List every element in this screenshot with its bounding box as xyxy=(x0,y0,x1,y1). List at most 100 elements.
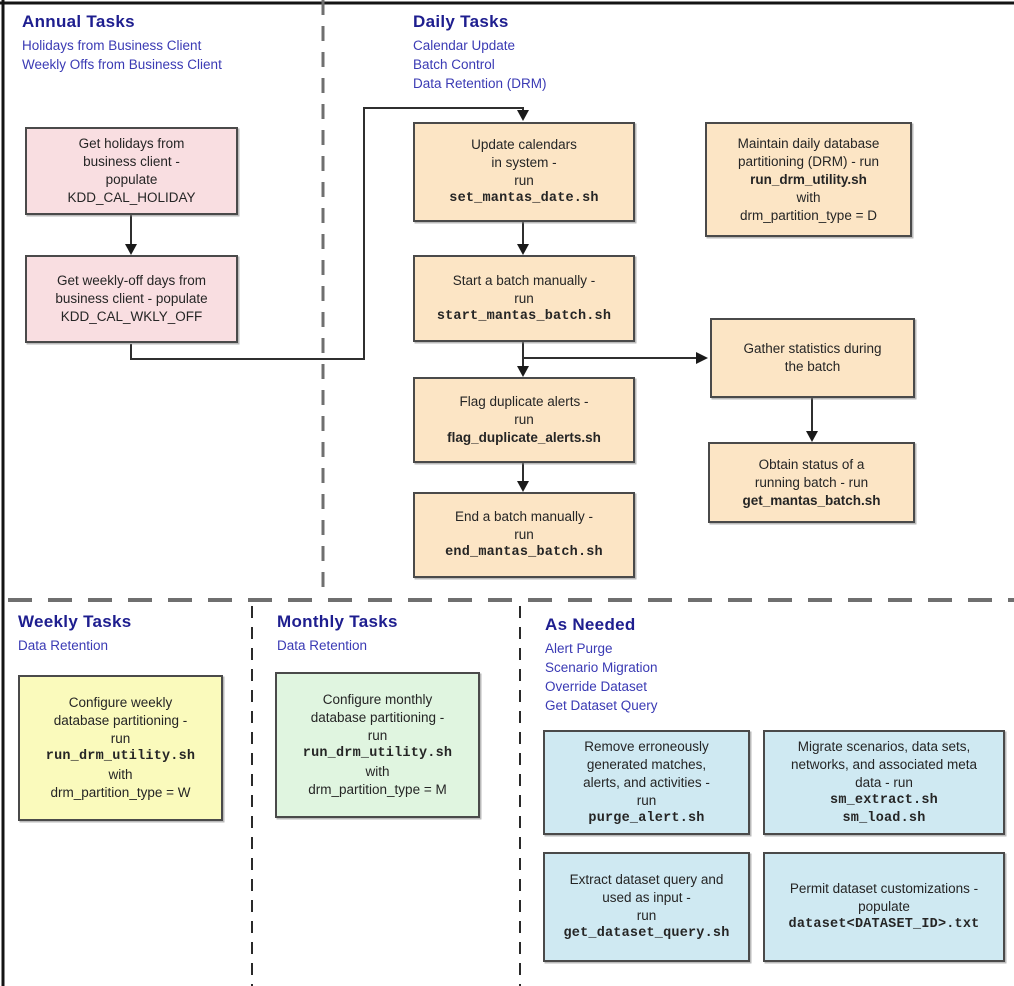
script-name: run_drm_utility.sh xyxy=(45,749,196,764)
script-name: purge_alert.sh xyxy=(588,810,705,826)
box-line: End a batch manually - xyxy=(454,509,594,524)
update-calendars-box: Update calendars in system - run set_man… xyxy=(413,122,635,222)
box-line: data - run xyxy=(855,774,913,790)
purge-alerts-box: Remove erroneously generated matches, al… xyxy=(543,730,750,835)
box-line: Migrate scenarios, data sets, xyxy=(797,738,971,754)
section-title-monthly: Monthly Tasks xyxy=(277,612,398,631)
script-name: set_mantas_date.sh xyxy=(449,191,599,206)
gather-statistics-box: Gather statistics during the batch xyxy=(710,318,915,398)
box-line: run xyxy=(514,290,534,306)
get-holidays-box: Get holidays from business client - popu… xyxy=(25,127,238,215)
box-line: Gather statistics during xyxy=(743,341,882,356)
box-line: with xyxy=(796,189,821,205)
box-line: run xyxy=(636,792,657,808)
box-line: with xyxy=(365,764,390,779)
section-header-annual: Annual Tasks Holidays from Business Clie… xyxy=(22,12,222,74)
box-line: Get holidays from xyxy=(78,136,185,151)
script-name: start_mantas_batch.sh xyxy=(436,308,612,324)
box-line: run xyxy=(514,412,534,427)
arrowhead-startbatch-to-flagduplicates xyxy=(517,366,529,377)
box-line: populate xyxy=(105,172,158,187)
box-line: running batch - run xyxy=(754,474,869,490)
box-line: drm_partition_type = D xyxy=(740,207,877,223)
script-name: sm_extract.sh xyxy=(830,792,938,808)
box-line: run xyxy=(514,173,534,188)
box-line: drm_partition_type = M xyxy=(308,782,447,797)
script-name: get_mantas_batch.sh xyxy=(742,492,881,508)
migrate-scenarios-box: Migrate scenarios, data sets, networks, … xyxy=(763,730,1005,835)
box-line: partitioning (DRM) - run xyxy=(737,153,880,169)
section-subtitle: Calendar Update xyxy=(413,38,516,53)
flag-duplicates-box: Flag duplicate alerts - run flag_duplica… xyxy=(413,377,635,463)
extract-dataset-query-box: Extract dataset query and used as input … xyxy=(543,852,750,962)
section-header-as-needed: As Needed Alert Purge Scenario Migration… xyxy=(545,615,658,715)
section-subtitle: Get Dataset Query xyxy=(545,698,658,713)
section-subtitle: Data Retention (DRM) xyxy=(413,76,547,91)
box-line: run xyxy=(367,728,388,743)
arrowhead-gatherstatistics-to-obtainstatus xyxy=(806,431,818,442)
box-line: run xyxy=(514,527,534,542)
box-line: KDD_CAL_HOLIDAY xyxy=(67,190,196,205)
section-title-annual: Annual Tasks xyxy=(22,12,135,31)
box-line: Obtain status of a xyxy=(758,456,865,472)
box-line: Configure weekly xyxy=(68,695,173,710)
section-header-monthly: Monthly Tasks Data Retention xyxy=(277,612,398,655)
box-line: with xyxy=(108,767,133,782)
box-line: the batch xyxy=(784,359,841,374)
start-batch-box: Start a batch manually - run start_manta… xyxy=(413,255,635,342)
box-line: networks, and associated meta xyxy=(790,756,978,772)
box-line: business client - populate xyxy=(55,291,208,306)
box-line: Maintain daily database xyxy=(737,135,880,151)
configure-monthly-partitioning-box: Configure monthly database partitioning … xyxy=(275,672,480,818)
box-line: Configure monthly xyxy=(322,692,433,707)
arrowhead-holidays-to-weeklyoff xyxy=(125,244,137,255)
script-name: flag_duplicate_alerts.sh xyxy=(447,430,601,445)
box-line: KDD_CAL_WKLY_OFF xyxy=(60,309,203,324)
arrowhead-flagduplicates-to-endbatch xyxy=(517,481,529,492)
box-line: Extract dataset query and xyxy=(569,872,724,887)
section-header-daily: Daily Tasks Calendar Update Batch Contro… xyxy=(413,12,547,93)
section-subtitle: Alert Purge xyxy=(545,641,613,656)
script-name: end_mantas_batch.sh xyxy=(445,545,603,560)
section-title-weekly: Weekly Tasks xyxy=(18,612,132,631)
box-line: run xyxy=(110,731,131,746)
script-name: dataset<DATASET_ID>.txt xyxy=(788,917,980,932)
box-line: Remove erroneously xyxy=(584,738,709,754)
box-line: in system - xyxy=(491,155,557,170)
section-title-as-needed: As Needed xyxy=(545,615,636,634)
arrowhead-updatecalendars-to-startbatch xyxy=(517,244,529,255)
section-header-weekly: Weekly Tasks Data Retention xyxy=(18,612,132,655)
section-subtitle: Override Dataset xyxy=(545,679,648,694)
script-name: get_dataset_query.sh xyxy=(563,926,730,941)
box-line: Permit dataset customizations - xyxy=(789,881,979,896)
maintain-daily-partitioning-box: Maintain daily database partitioning (DR… xyxy=(705,122,912,237)
section-subtitle: Data Retention xyxy=(18,638,109,653)
box-line: run xyxy=(636,908,657,923)
box-line: database partitioning - xyxy=(53,713,188,728)
box-line: Get weekly-off days from xyxy=(56,273,207,288)
box-line: business client - xyxy=(83,154,180,169)
section-subtitle: Batch Control xyxy=(413,57,495,72)
get-weekly-off-box: Get weekly-off days from business client… xyxy=(25,255,238,343)
section-subtitle: Holidays from Business Client xyxy=(22,38,202,53)
permit-dataset-customizations-box: Permit dataset customizations - populate… xyxy=(763,852,1005,962)
end-batch-box: End a batch manually - run end_mantas_ba… xyxy=(413,492,635,578)
obtain-batch-status-box: Obtain status of a running batch - run g… xyxy=(708,442,915,523)
box-line: database partitioning - xyxy=(310,710,445,725)
section-subtitle: Data Retention xyxy=(277,638,368,653)
box-line: Flag duplicate alerts - xyxy=(459,394,589,409)
script-name: sm_load.sh xyxy=(842,810,926,826)
section-title-daily: Daily Tasks xyxy=(413,12,509,31)
arrowhead-branch-to-gatherstatistics xyxy=(696,352,708,364)
section-subtitle: Scenario Migration xyxy=(545,660,658,675)
script-name: run_drm_utility.sh xyxy=(750,171,867,187)
script-name: run_drm_utility.sh xyxy=(302,746,453,761)
box-line: Update calendars xyxy=(471,137,577,152)
arrowhead-weeklyoff-to-updatecalendars xyxy=(517,110,529,121)
box-line: used as input - xyxy=(602,890,691,905)
section-subtitle: Weekly Offs from Business Client xyxy=(22,57,222,72)
box-line: populate xyxy=(858,899,910,914)
box-line: Start a batch manually - xyxy=(452,272,596,288)
configure-weekly-partitioning-box: Configure weekly database partitioning -… xyxy=(18,675,223,821)
